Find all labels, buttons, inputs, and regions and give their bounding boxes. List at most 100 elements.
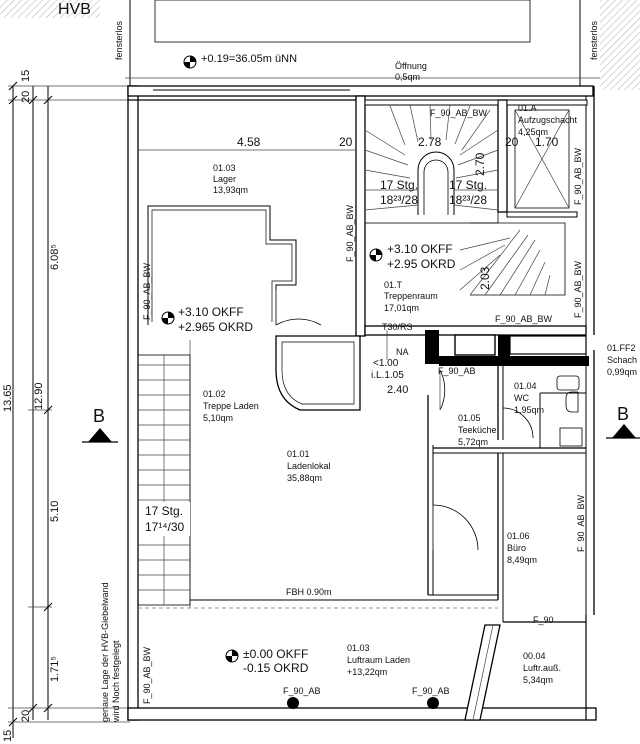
kitchen-unit-icon <box>559 427 583 447</box>
hvb-neighbor-outline <box>154 0 531 43</box>
level-marker-bottom-icon <box>225 649 239 663</box>
elevator-shaft-icon <box>514 109 570 209</box>
fensterlos-right: fensterlos <box>589 20 599 60</box>
section-arrow-right-icon <box>612 424 636 438</box>
label-il-b: i.L.1.05 <box>371 370 404 381</box>
svg-text:+13,22qm: +13,22qm <box>347 667 387 677</box>
svg-text:5,10qm: 5,10qm <box>203 413 233 423</box>
left-dimension-lines <box>8 81 130 738</box>
svg-text:01.02: 01.02 <box>203 389 226 399</box>
level-bottom-okff: ±0.00 OKFF <box>243 647 308 661</box>
level-stair-okrd: +2.95 OKRD <box>387 257 456 271</box>
svg-text:5,34qm: 5,34qm <box>523 675 553 685</box>
dim-15-bottom: 15 <box>2 730 14 742</box>
room-wc: 01.04 WC 1,95qm <box>514 381 544 415</box>
stair2-steps: 17 Stg. <box>449 178 487 192</box>
svg-text:Teeküche: Teeküche <box>458 425 497 435</box>
fire-tag-bottom-right: F_90_AB <box>412 686 450 696</box>
fire-tag-bottom-left: F_90_AB <box>283 686 321 696</box>
room-luftraum-aussen: 00.04 Luftr.auß. 5,34qm <box>523 651 561 685</box>
label-fbh: FBH 0.90m <box>286 587 332 597</box>
level-bottom-okrd: -0.15 OKRD <box>243 661 309 675</box>
level-top: +0.19=36.05m üNN <box>201 53 297 65</box>
svg-text:01.03: 01.03 <box>347 643 370 653</box>
room-teekueche: 01.05 Teeküche 5,72qm <box>458 413 497 447</box>
room-aufzugschacht: 01.A Aufzugschacht 4,25qm <box>518 103 578 137</box>
svg-text:01.A: 01.A <box>518 103 537 113</box>
bay-outline <box>275 335 361 411</box>
stair3-steps: 17 Stg. <box>145 504 183 518</box>
room-schacht: 01.FF2 Schach 0,99qm <box>607 343 637 377</box>
room-luftraum-laden: 01.03 Luftraum Laden +13,22qm <box>347 643 410 677</box>
svg-text:Treppe Laden: Treppe Laden <box>203 401 259 411</box>
svg-text:Luftr.auß.: Luftr.auß. <box>523 663 561 673</box>
fire-tag-ab-na: F_90_AB <box>438 366 476 376</box>
wall-fill <box>425 330 439 364</box>
dim-270: 2.70 <box>473 152 487 176</box>
fire-tag-vert-right1: F_90_AB_BW <box>573 147 583 205</box>
svg-text:Treppenraum: Treppenraum <box>384 291 438 301</box>
room-ladenlokal: 01.01 Ladenlokal 35,88qm <box>287 449 331 483</box>
svg-text:1,95qm: 1,95qm <box>514 405 544 415</box>
svg-text:WC: WC <box>514 393 529 403</box>
fire-tag-90: F_90 <box>533 615 554 625</box>
dim-1715: 1.71⁵ <box>49 656 61 682</box>
section-mark-left: B <box>93 406 105 426</box>
svg-text:4,25qm: 4,25qm <box>518 127 548 137</box>
label-t30rs: T30/RS <box>382 322 413 332</box>
side-note-line1: genaue Lage der HVB-Giebelwand <box>100 582 110 722</box>
door-swing-teekueche-icon <box>432 504 479 551</box>
dim-6085: 6.08⁵ <box>49 244 61 270</box>
room-treppe-laden: 01.02 Treppe Laden 5,10qm <box>203 389 259 423</box>
neighbor-hatch-right <box>600 0 640 90</box>
svg-text:00.04: 00.04 <box>523 651 546 661</box>
svg-text:Lager: Lager <box>213 174 236 184</box>
svg-text:01.06: 01.06 <box>507 531 530 541</box>
fire-tag-vert-bottom-left: F_90_AB_BW <box>142 646 152 704</box>
dim-278: 2.78 <box>418 135 442 149</box>
fensterlos-left: fensterlos <box>114 20 124 60</box>
svg-text:17,01qm: 17,01qm <box>384 303 419 313</box>
svg-text:01.05: 01.05 <box>458 413 481 423</box>
label-240: 2.40 <box>387 384 408 396</box>
label-na: NA <box>396 347 409 357</box>
room-buero: 01.06 Büro 8,49qm <box>507 531 537 565</box>
svg-text:01.03: 01.03 <box>213 163 236 173</box>
dim-1365: 13.65 <box>2 384 14 412</box>
door-swing-wc-icon <box>502 407 534 439</box>
dim-15: 15 <box>20 70 32 82</box>
stair1-steps: 17 Stg. <box>380 178 418 192</box>
svg-text:Büro: Büro <box>507 543 526 553</box>
fire-tag-vert-left: F_90_AB_BW <box>142 262 152 320</box>
room-treppenraum: 01.T Treppenraum 17,01qm <box>384 280 438 313</box>
stair2-rise: 18²³/28 <box>449 193 487 207</box>
spiral-stair <box>364 104 566 296</box>
drain-right-icon <box>427 697 439 709</box>
level-marker-fill-icon <box>190 56 196 62</box>
stair3-rise: 17¹⁴/30 <box>145 520 185 534</box>
svg-text:35,88qm: 35,88qm <box>287 473 322 483</box>
fire-tag-horiz-stair: F_90_AB_BW <box>495 314 553 324</box>
fire-tag-vert-mid: F_90_AB_BW <box>345 204 355 262</box>
dim-510: 5.10 <box>49 501 61 522</box>
svg-text:Luftraum Laden: Luftraum Laden <box>347 655 410 665</box>
drain-left-icon <box>287 697 299 709</box>
sink-icon <box>556 375 580 391</box>
svg-text:01.04: 01.04 <box>514 381 537 391</box>
straight-stair-left <box>137 354 191 606</box>
neighbor-hatch-left <box>0 0 100 18</box>
svg-text:0,99qm: 0,99qm <box>607 367 637 377</box>
section-mark-right: B <box>617 404 629 424</box>
fire-tag-top: F_90_AB_BW <box>430 108 488 118</box>
level-left-okrd: +2.965 OKRD <box>178 320 253 334</box>
svg-text:8,49qm: 8,49qm <box>507 555 537 565</box>
level-left-okff: +3.10 OKFF <box>178 305 244 319</box>
side-note-line2: wird Noch festgelegt <box>111 640 121 723</box>
svg-text:Aufzugschacht: Aufzugschacht <box>518 115 578 125</box>
toilet-icon <box>565 391 579 413</box>
dim-20-bottom: 20 <box>20 710 32 722</box>
fire-tag-vert-right2: F_90_AB_BW <box>573 260 583 318</box>
section-arrow-left-icon <box>88 428 112 442</box>
